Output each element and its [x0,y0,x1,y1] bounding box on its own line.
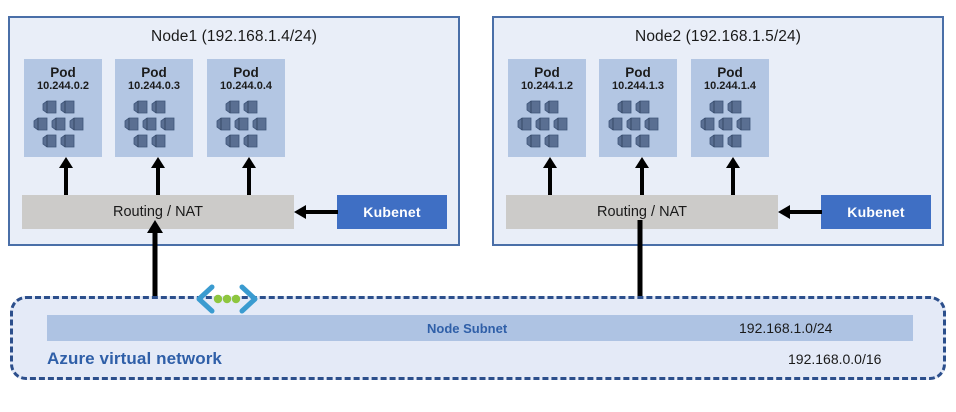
kubenet-label: Kubenet [847,204,905,220]
pod-label: Pod [717,65,743,80]
kubenet-box-2: Kubenet [821,195,931,229]
pod-box-2-3: Pod 10.244.1.4 [691,59,769,157]
routing-nat-label: Routing / NAT [597,204,687,220]
vnet-cidr: 192.168.0.0/16 [788,351,882,367]
kubenet-to-routing-arrow [778,205,822,219]
pod-ip: 10.244.0.4 [220,80,272,92]
pod-hex-icon [122,99,186,156]
routing-nat-bar-1: Routing / NAT [22,195,294,229]
pod-box-1-1: Pod 10.244.0.2 [24,59,102,157]
pod-box-2-1: Pod 10.244.1.2 [508,59,586,157]
pod-box-1-2: Pod 10.244.0.3 [115,59,193,157]
node-link-chevron-icon [192,283,262,320]
pod-hex-icon [698,99,762,156]
pod-box-2-2: Pod 10.244.1.3 [599,59,677,157]
pod-label: Pod [141,65,167,80]
pod-ip: 10.244.1.2 [521,80,573,92]
pod-label: Pod [625,65,651,80]
azure-vnet-box: Node Subnet 192.168.1.0/24 Azure virtual… [10,296,946,380]
pod-ip: 10.244.0.2 [37,80,89,92]
pod-ip: 10.244.1.3 [612,80,664,92]
vnet-title: Azure virtual network [47,349,222,368]
pod-label: Pod [233,65,259,80]
node-title-2: Node2 (192.168.1.5/24) [635,28,801,45]
node-subnet-cidr: 192.168.1.0/24 [739,320,833,336]
node-box-2: Node2 (192.168.1.5/24) Pod 10.244.1.2 [492,16,944,246]
routing-nat-label: Routing / NAT [113,204,203,220]
pod-label: Pod [50,65,76,80]
pod-hex-icon [31,99,95,156]
kubenet-to-routing-arrow [294,205,338,219]
kubenet-box-1: Kubenet [337,195,447,229]
pod-ip: 10.244.0.3 [128,80,180,92]
pod-hex-icon [606,99,670,156]
node-box-1: Node1 (192.168.1.4/24) Pod 10.244.0.2 [8,16,460,246]
pod-box-1-3: Pod 10.244.0.4 [207,59,285,157]
pod-hex-icon [214,99,278,156]
pod-label: Pod [534,65,560,80]
kubenet-label: Kubenet [363,204,421,220]
pod-hex-icon [515,99,579,156]
node-subnet-label: Node Subnet [427,321,508,336]
pod-ip: 10.244.1.4 [704,80,756,92]
node-title-1: Node1 (192.168.1.4/24) [151,28,317,45]
node-subnet-bar [47,315,913,341]
